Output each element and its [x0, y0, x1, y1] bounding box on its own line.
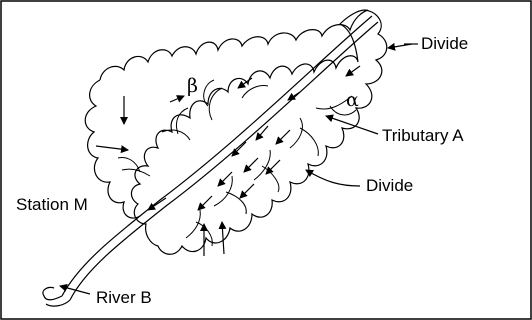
label-tributary-a: Tributary A	[382, 126, 464, 145]
label-river-b: River B	[96, 288, 152, 307]
label-divide-top: Divide	[421, 34, 468, 53]
river-outlet	[42, 286, 71, 307]
main-river-channel-inner	[69, 21, 379, 301]
label-alpha: α	[346, 89, 359, 111]
label-station-m: Station M	[16, 195, 88, 214]
upper-lobe-boundary	[99, 9, 369, 81]
left-lobe-boundary	[84, 79, 141, 219]
main-river-channel	[61, 15, 373, 297]
label-leaders	[59, 42, 413, 295]
label-beta: β	[187, 75, 198, 97]
watershed-boundary	[130, 9, 388, 255]
tributaries	[117, 79, 357, 247]
flow-arrows	[95, 65, 361, 256]
label-divide-middle: Divide	[366, 176, 413, 195]
